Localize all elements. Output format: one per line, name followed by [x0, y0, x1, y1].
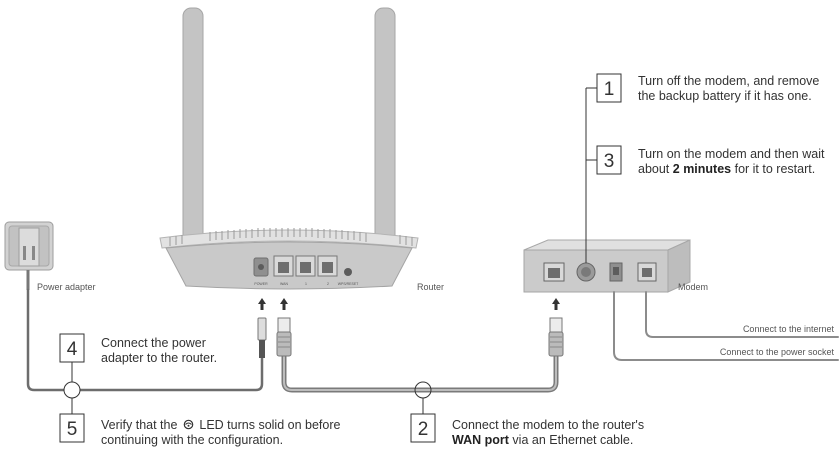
step-5-line-2: continuing with the configuration.: [101, 433, 284, 447]
callout-lines: [71, 87, 597, 414]
power-adapter-label: Power adapter: [37, 282, 96, 292]
power-adapter: [4, 221, 54, 290]
router-antenna-right: [374, 7, 396, 247]
step-5-line-1: Verify that the LED turns solid on befor…: [101, 418, 340, 433]
port-label-wps: WPS/RESET: [338, 282, 359, 286]
step-5-line-1-post: LED turns solid on before: [195, 418, 341, 432]
step-3-line-1: Turn on the modem and then wait: [638, 147, 825, 161]
router: POWER WAN 1 2 WPS/RESET: [159, 7, 419, 290]
modem-connector: [548, 317, 564, 357]
step-5-box: [59, 413, 85, 443]
step-number-boxes: 1 3 4 5 2: [59, 73, 622, 443]
step-5-number: 5: [67, 419, 78, 440]
step-3-line-2-pre: about: [638, 162, 673, 176]
step-3-emphasis: 2 minutes: [672, 162, 732, 176]
step-1-number: 1: [604, 79, 615, 100]
step-2-emphasis: WAN port: [452, 433, 509, 447]
callout-circle-power: [63, 381, 81, 399]
step-4-number: 4: [67, 339, 78, 360]
step-1-text: Turn off the modem, and remove the backu…: [638, 74, 819, 104]
step-2-box: [410, 413, 436, 443]
router-connectors: [257, 317, 292, 358]
step-4-line-2: adapter to the router.: [101, 351, 218, 365]
step-5-text: Verify that the LED turns solid on befor…: [101, 418, 340, 448]
step-3-box: [596, 145, 622, 175]
step-4-box: [59, 333, 85, 363]
router-vents: [169, 228, 413, 246]
step-5-line-1-pre: Verify that the: [101, 418, 181, 432]
step-3-text: Turn on the modem and then wait about 2 …: [638, 147, 824, 177]
step-3-number: 3: [604, 151, 615, 172]
port-label-lan2: 2: [327, 282, 329, 286]
router-label: Router: [417, 282, 445, 292]
modem: [523, 239, 691, 293]
step-3-line-2: about 2 minutes for it to restart.: [638, 162, 824, 177]
connect-internet-label: Connect to the internet: [742, 324, 834, 334]
wifi-led-icon: [183, 419, 194, 430]
step-1-line-1: Turn off the modem, and remove: [638, 74, 820, 88]
cables: [26, 288, 839, 393]
step-2-line-2: WAN port via an Ethernet cable.: [452, 433, 644, 448]
port-label-wan: WAN: [280, 282, 289, 286]
step-2-number: 2: [418, 419, 429, 440]
step-2-line-2-rest: via an Ethernet cable.: [508, 433, 634, 447]
router-antenna-left: [182, 7, 204, 247]
router-wps-button: [344, 268, 352, 276]
step-4-text: Connect the power adapter to the router.: [101, 336, 217, 366]
callout-circle-ethernet: [414, 381, 432, 399]
step-1-box: [596, 73, 622, 103]
connect-power-socket-label: Connect to the power socket: [719, 347, 834, 357]
step-2-text: Connect the modem to the router's WAN po…: [452, 418, 644, 448]
port-label-lan1: 1: [305, 282, 307, 286]
port-label-power: POWER: [254, 282, 268, 286]
step-1-line-2: the backup battery if it has one.: [638, 89, 812, 103]
step-3-line-2-post: for it to restart.: [731, 162, 816, 176]
arrow-up-icon: [258, 298, 560, 310]
step-4-line-1: Connect the power: [101, 336, 206, 350]
modem-label: Modem: [678, 282, 709, 292]
step-2-line-1: Connect the modem to the router's: [452, 418, 645, 432]
